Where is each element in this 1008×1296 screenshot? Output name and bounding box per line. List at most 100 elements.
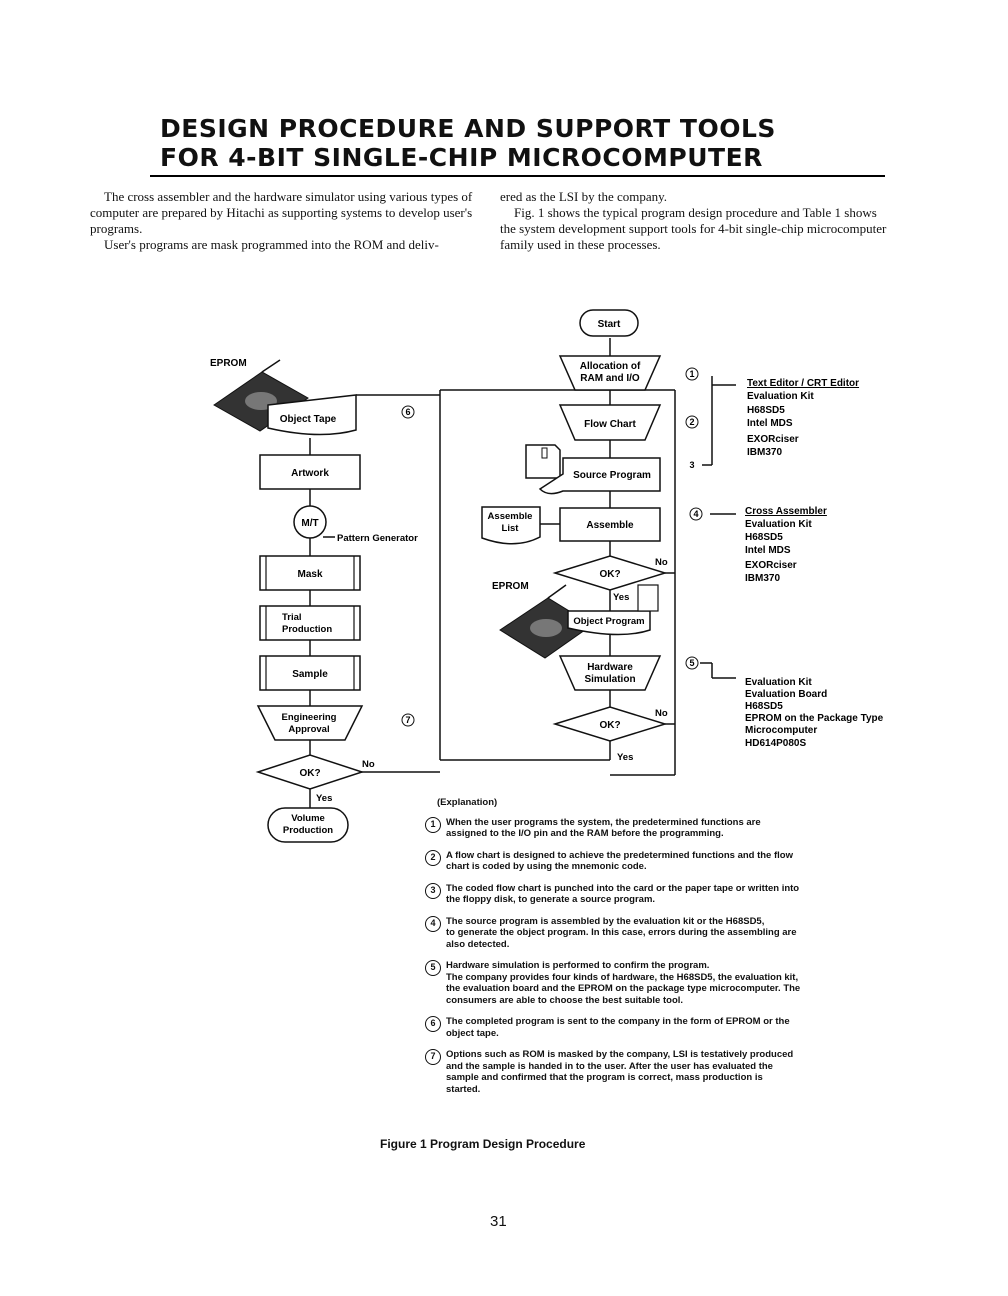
explanation-line: When the user programs the system, the p… [446,817,895,829]
explanation-heading: (Explanation) [437,797,895,809]
eprom-label: EPROM [210,358,247,369]
explanation-number: 2 [425,850,441,866]
step-marker-4-label: 4 [693,509,698,519]
tool-assembler-item: H68SD5 [745,532,783,543]
trial-production-label: Production [282,624,332,635]
explanation-line: object tape. [446,1028,895,1040]
explanation-line: The completed program is sent to the com… [446,1016,895,1028]
explanation-line: and the sample is handed in to the user.… [446,1061,895,1073]
engineering-approval-label: Engineering [282,712,337,723]
trial-production-label: Trial [282,612,302,623]
figure-caption: Figure 1 Program Design Procedure [380,1137,585,1151]
explanation-number: 7 [425,1049,441,1065]
explanation-line: started. [446,1084,895,1096]
flow-chart-label: Flow Chart [584,419,636,430]
hardware-simulation-label: Simulation [584,674,635,685]
yes-label: Yes [613,592,629,603]
explanation-number: 4 [425,916,441,932]
tool-simulation-item: Microcomputer [745,725,817,736]
yes-label: Yes [316,793,332,804]
pattern-generator-label: Pattern Generator [337,533,418,544]
explanation-line: Hardware simulation is performed to conf… [446,960,895,972]
allocation-label: Allocation of [580,361,641,372]
explanation-number: 1 [425,817,441,833]
yes-label: Yes [617,752,633,763]
no-label: No [362,759,375,770]
tool-editor-item: Evaluation Kit [747,391,814,402]
object-tape-label: Object Tape [280,414,337,425]
explanation-item: 3 The coded flow chart is punched into th… [425,883,895,906]
explanation-line: The source program is assembled by the e… [446,916,895,928]
tool-simulation-item: EPROM on the Package Type [745,713,884,724]
tool-editor-item: H68SD5 [747,405,785,416]
explanation-text: When the user programs the system, the p… [446,817,895,840]
explanation-line: also detected. [446,939,895,951]
sample-label: Sample [292,669,328,680]
explanation-line: assigned to the I/O pin and the RAM befo… [446,828,895,840]
tool-editor-item: Intel MDS [747,418,793,429]
explanation-text: The coded flow chart is punched into the… [446,883,895,906]
explanation-number: 5 [425,960,441,976]
eprom-label: EPROM [492,581,529,592]
card-icon-small [638,585,658,611]
explanation-line: the floppy disk, to generate a source pr… [446,894,895,906]
assemble-list-label: List [502,523,520,534]
explanation-line: Options such as ROM is masked by the com… [446,1049,895,1061]
explanation-text: Hardware simulation is performed to conf… [446,960,895,1006]
explanation-line: A flow chart is designed to achieve the … [446,850,895,862]
explanation-item: 6 The completed program is sent to the co… [425,1016,895,1039]
tool-simulation-item: Evaluation Kit [745,677,812,688]
volume-production-label: Production [283,825,333,836]
tool-simulation-item: H68SD5 [745,701,783,712]
explanation-block: (Explanation) 1 When the user programs th… [425,797,895,1105]
explanation-number: 3 [425,883,441,899]
explanation-list: 1 When the user programs the system, the … [425,817,895,1096]
explanation-item: 1 When the user programs the system, the … [425,817,895,840]
explanation-line: consumers are able to choose the best su… [446,995,895,1007]
explanation-item: 5 Hardware simulation is performed to con… [425,960,895,1006]
source-program-label: Source Program [573,470,651,481]
engineering-approval-label: Approval [288,724,329,735]
explanation-text: Options such as ROM is masked by the com… [446,1049,895,1095]
step-marker-3-label: 3 [689,460,694,470]
tool-simulation-item: HD614P080S [745,738,806,749]
start-label: Start [598,319,621,330]
no-label: No [655,708,668,719]
mt-label: M/T [301,518,318,529]
explanation-line: The company provides four kinds of hardw… [446,972,895,984]
explanation-line: the evaluation board and the EPROM on th… [446,983,895,995]
tool-editor-item: EXORciser [747,434,799,445]
step-marker-1-label: 1 [689,369,694,379]
page-number: 31 [490,1213,507,1230]
no-label: No [655,557,668,568]
tool-simulation-item: Evaluation Board [745,689,827,700]
mask-label: Mask [297,569,322,580]
ok-label: OK? [599,569,620,580]
explanation-line: The coded flow chart is punched into the… [446,883,895,895]
assemble-label: Assemble [586,520,634,531]
explanation-number: 6 [425,1016,441,1032]
step-marker-5-label: 5 [689,658,694,668]
ok-label: OK? [299,768,320,779]
ok-label: OK? [599,720,620,731]
object-program-label: Object Program [573,616,644,627]
explanation-text: The completed program is sent to the com… [446,1016,895,1039]
explanation-text: A flow chart is designed to achieve the … [446,850,895,873]
tool-assembler-item: EXORciser [745,560,797,571]
tool-editor-heading: Text Editor / CRT Editor [747,378,859,389]
explanation-line: sample and confirmed that the program is… [446,1072,895,1084]
hardware-simulation-label: Hardware [587,662,633,673]
tool-editor-item: IBM370 [747,447,782,458]
explanation-item: 7 Options such as ROM is masked by the co… [425,1049,895,1095]
tool-assembler-heading: Cross Assembler [745,506,827,517]
allocation-label: RAM and I/O [580,373,640,384]
tool-assembler-item: Intel MDS [745,545,791,556]
step-marker-2-label: 2 [689,417,694,427]
volume-production-label: Volume [291,813,325,824]
explanation-line: to generate the object program. In this … [446,927,895,939]
explanation-item: 4 The source program is assembled by the … [425,916,895,951]
explanation-item: 2 A flow chart is designed to achieve the… [425,850,895,873]
artwork-label: Artwork [291,468,329,479]
explanation-line: chart is coded by using the mnemonic cod… [446,861,895,873]
explanation-text: The source program is assembled by the e… [446,916,895,951]
